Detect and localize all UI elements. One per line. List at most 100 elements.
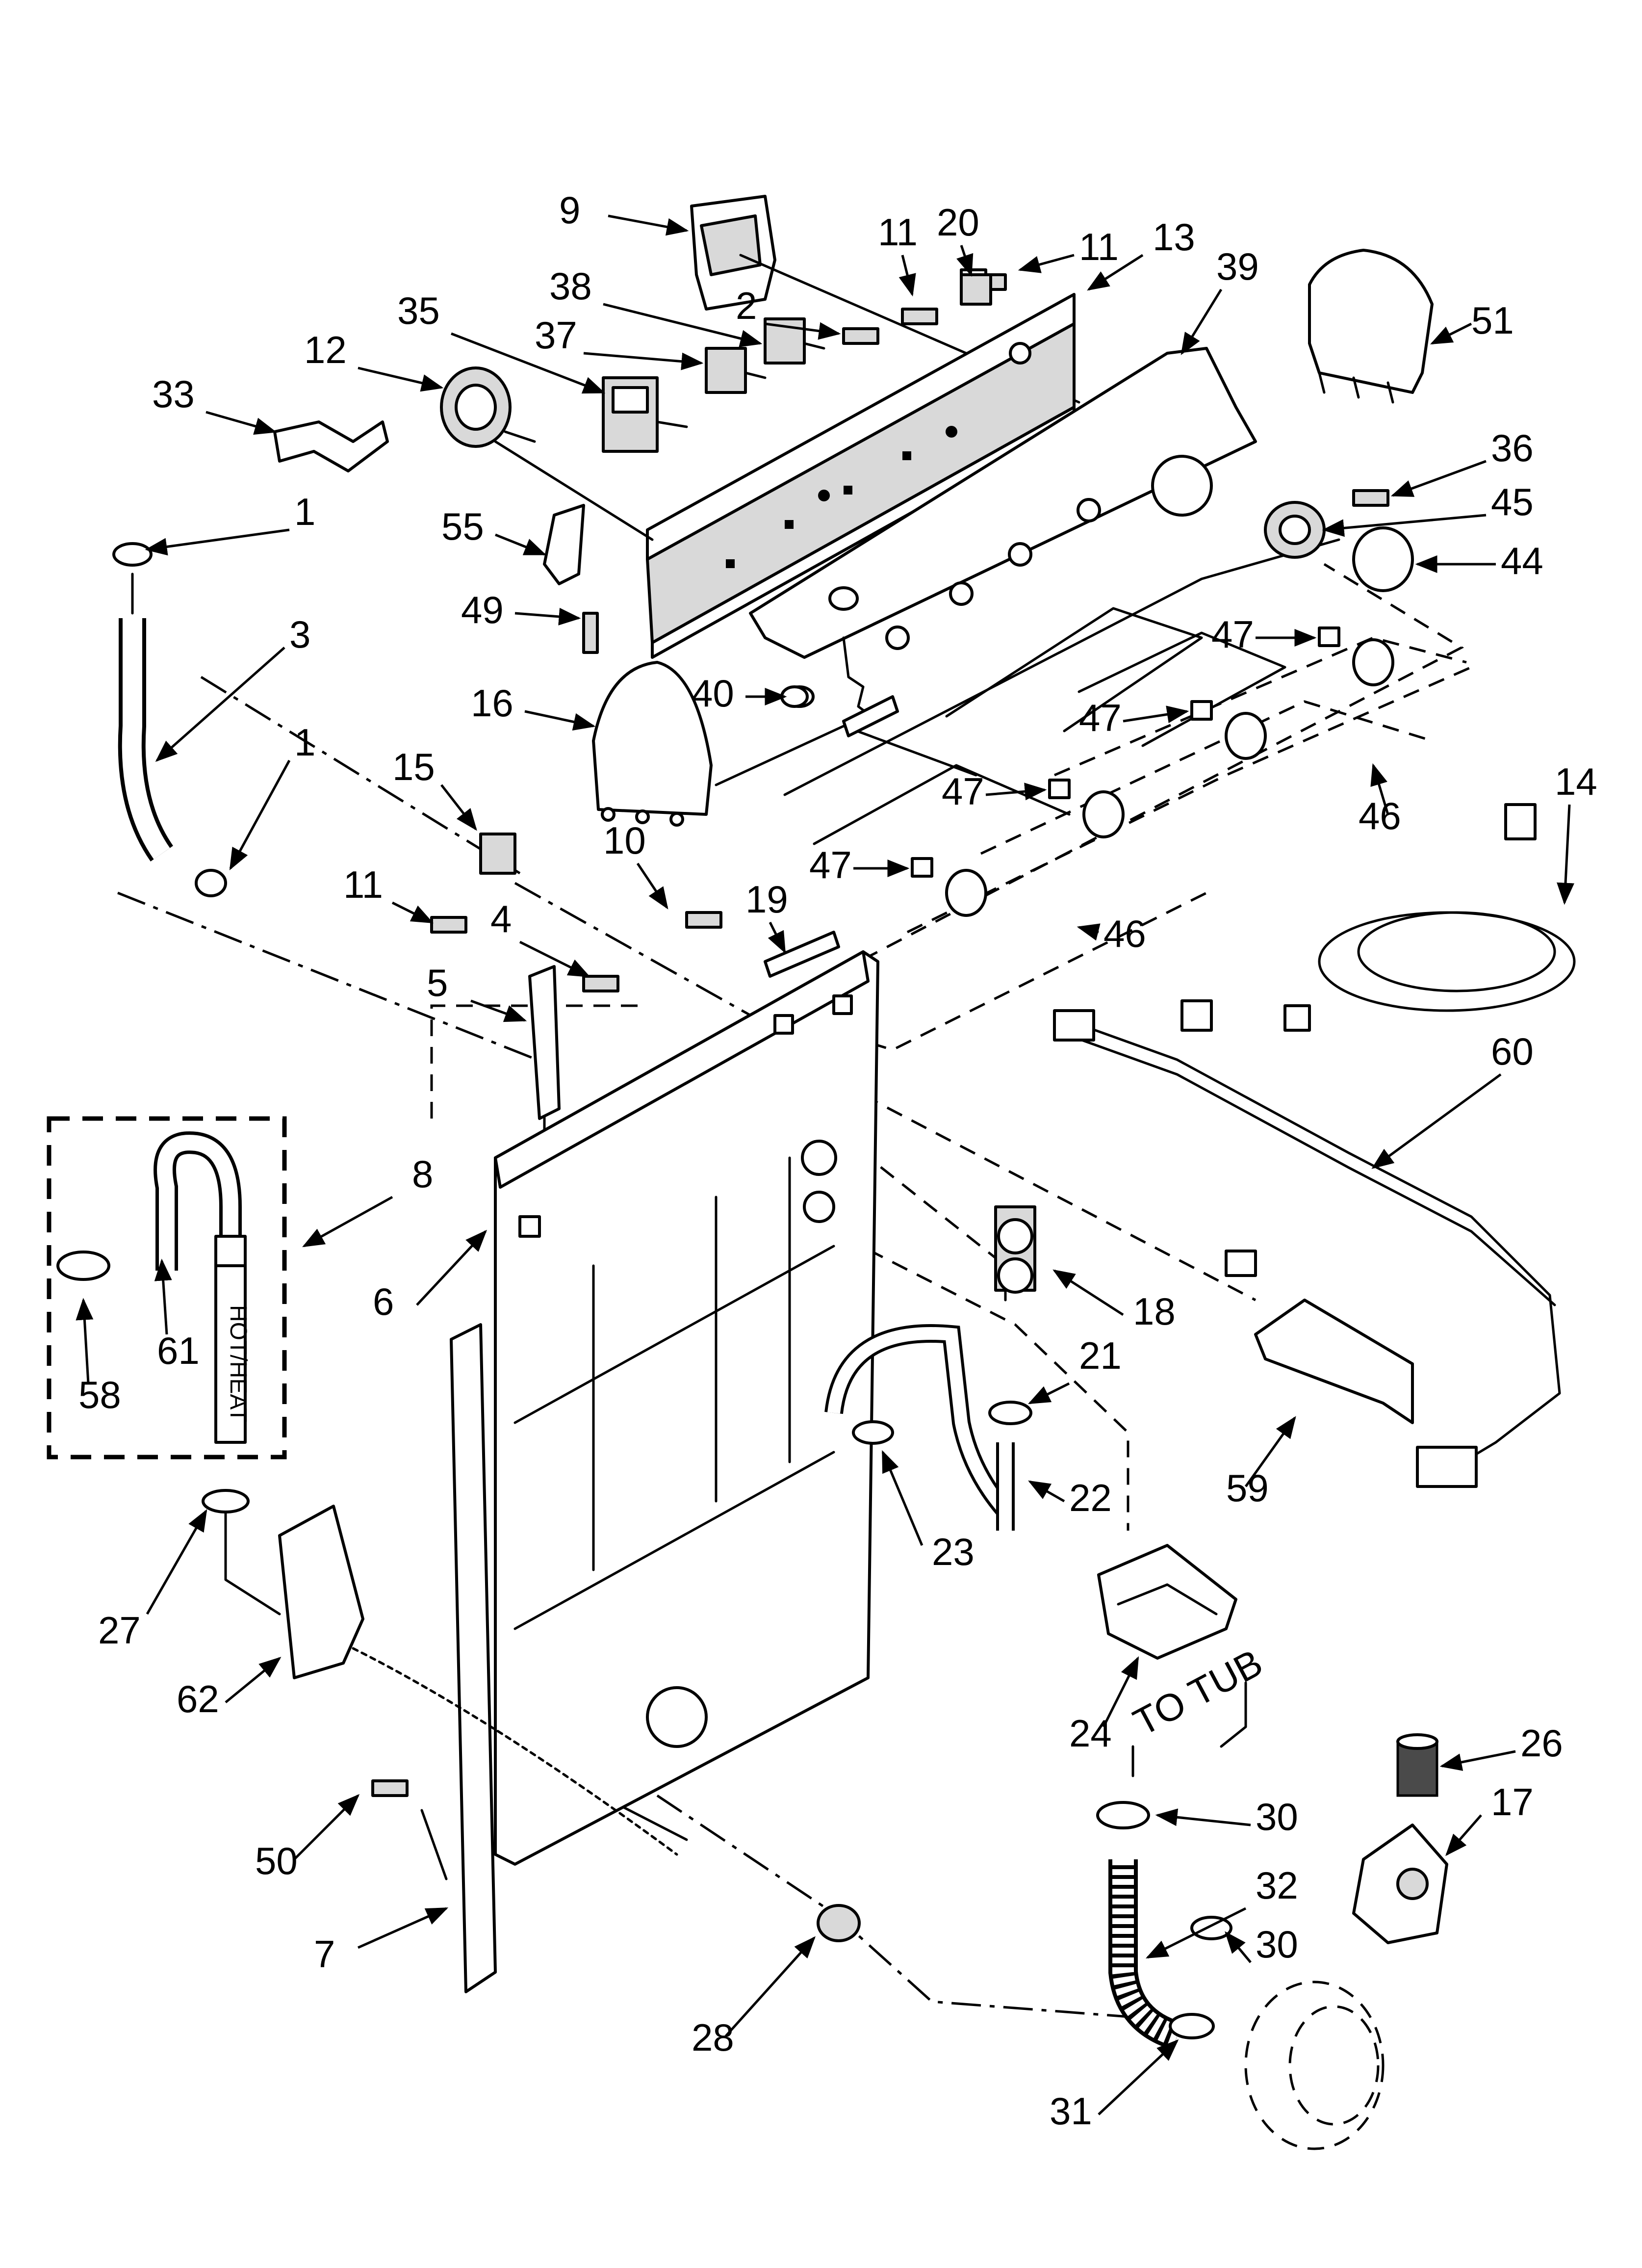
callout-c32: 32 (1256, 1864, 1298, 1907)
callout-leader-c45 (1322, 514, 1487, 537)
callout-leader-c15 (440, 784, 477, 831)
part-7-side-rail (450, 1323, 497, 1993)
callout-leader-c19 (768, 921, 786, 954)
callout-leader-c18 (1052, 1269, 1124, 1316)
hose-marking: HOT/HEAT (225, 1305, 251, 1422)
callout-c40: 40 (692, 672, 734, 715)
callout-c2: 2 (736, 284, 757, 327)
callout-leader-c59 (1244, 1416, 1296, 1487)
callout-c37: 37 (535, 313, 577, 357)
callout-c62: 62 (177, 1677, 219, 1721)
part-22-fill-hose (824, 1324, 1015, 1531)
part-15-clip (479, 833, 516, 875)
callout-c18: 18 (1133, 1290, 1176, 1333)
callout-c6: 6 (373, 1280, 394, 1323)
callout-c27: 27 (98, 1609, 141, 1652)
part-26-cap (1396, 1733, 1438, 1797)
callout-c47b: 47 (1079, 696, 1122, 739)
part-55-clip (543, 504, 585, 585)
callout-c30a: 30 (1256, 1795, 1298, 1838)
callout-c30b: 30 (1256, 1923, 1298, 1966)
part-12-timer (440, 366, 654, 541)
callout-leader-c62 (225, 1657, 282, 1703)
callout-c11b: 11 (1079, 225, 1119, 268)
callout-c3: 3 (289, 613, 310, 656)
callout-c38: 38 (549, 264, 592, 308)
callout-leader-c22 (1028, 1480, 1065, 1503)
callout-c22: 22 (1069, 1476, 1112, 1519)
callout-leader-c7 (357, 1907, 449, 1949)
callout-leader-c30a (1155, 1808, 1251, 1826)
callout-leader-c1b (229, 759, 291, 870)
callout-leader-c1a (145, 528, 290, 556)
callout-c8: 8 (412, 1152, 433, 1196)
callout-leader-c28 (725, 1936, 816, 2037)
part-14-power-cord (1318, 803, 1576, 1012)
part-62-drain-hose (278, 1505, 678, 1856)
callout-leader-c36 (1390, 460, 1487, 497)
callout-leader-c39 (1180, 288, 1223, 355)
callout-c44: 44 (1501, 539, 1543, 582)
callout-leader-c47b (1123, 705, 1189, 723)
part-33-bracket (273, 420, 389, 472)
callout-c1b: 1 (294, 721, 315, 764)
callout-leader-c55 (495, 533, 547, 556)
callout-c55: 55 (441, 505, 484, 548)
callout-c11c: 11 (343, 863, 383, 906)
callout-leader-c3 (155, 647, 285, 762)
callout-c7: 7 (314, 1932, 335, 1976)
callout-leader-c24 (1102, 1656, 1139, 1728)
callout-c60: 60 (1491, 1030, 1534, 1073)
callout-leader-c9 (608, 214, 689, 236)
part-13-console-bracket (646, 293, 1076, 659)
callout-c51: 51 (1471, 299, 1514, 342)
callout-c13: 13 (1153, 215, 1195, 259)
callout-c15: 15 (392, 745, 435, 788)
part-24-dispenser (1097, 1544, 1237, 1660)
part-59-shield (1254, 1299, 1414, 1424)
callout-c59: 59 (1226, 1466, 1269, 1510)
callout-c47a: 47 (1211, 613, 1254, 656)
callout-c9: 9 (559, 188, 580, 232)
callout-leader-c30b (1225, 1931, 1252, 1963)
callout-c16: 16 (471, 681, 513, 725)
callout-c28: 28 (692, 2016, 734, 2059)
callout-leader-c8 (302, 1196, 393, 1248)
callout-c35: 35 (397, 289, 440, 332)
callout-leader-c17 (1445, 1814, 1482, 1856)
tub-outline (1244, 1981, 1385, 2150)
callout-leader-c21 (1027, 1382, 1070, 1405)
callout-c10: 10 (603, 819, 646, 862)
callout-leader-c31 (1098, 2039, 1179, 2115)
callout-leader-c5 (470, 999, 527, 1022)
callout-leader-c11a (898, 255, 916, 297)
part-17-pump (1352, 1824, 1448, 1944)
callout-leader-c49 (514, 607, 581, 626)
callout-leader-c50 (293, 1794, 360, 1860)
callout-c39: 39 (1216, 245, 1259, 288)
callout-leader-c26 (1439, 1750, 1516, 1771)
callout-leader-c11b (1018, 254, 1075, 273)
callout-c33: 33 (152, 372, 195, 416)
part-51-end-cap (1308, 249, 1434, 404)
callout-leader-c10 (636, 862, 668, 910)
callout-leader-c33 (205, 411, 277, 435)
kit-8-inlet-hose-kit: HOT/HEAT (47, 1116, 287, 1460)
callout-leader-c13 (1087, 254, 1144, 291)
callout-leader-c23 (881, 1450, 924, 1546)
callout-leader-c32 (1145, 1907, 1247, 1959)
part-32-drain-hose (1108, 1859, 1182, 2050)
callout-leader-c47c (985, 782, 1047, 801)
callout-leader-c38 (603, 303, 763, 347)
part-39-console-panel (749, 347, 1257, 737)
callout-c45: 45 (1491, 480, 1534, 523)
callout-leader-c12 (358, 366, 444, 392)
callout-leader-c58 (76, 1298, 94, 1384)
callout-c5: 5 (427, 961, 448, 1004)
callout-leader-c51 (1430, 322, 1472, 345)
callout-leader-c11c (391, 901, 434, 924)
callout-c36: 36 (1491, 426, 1534, 469)
part-37-switch (705, 347, 767, 394)
part-18-water-valve (994, 1205, 1036, 1294)
